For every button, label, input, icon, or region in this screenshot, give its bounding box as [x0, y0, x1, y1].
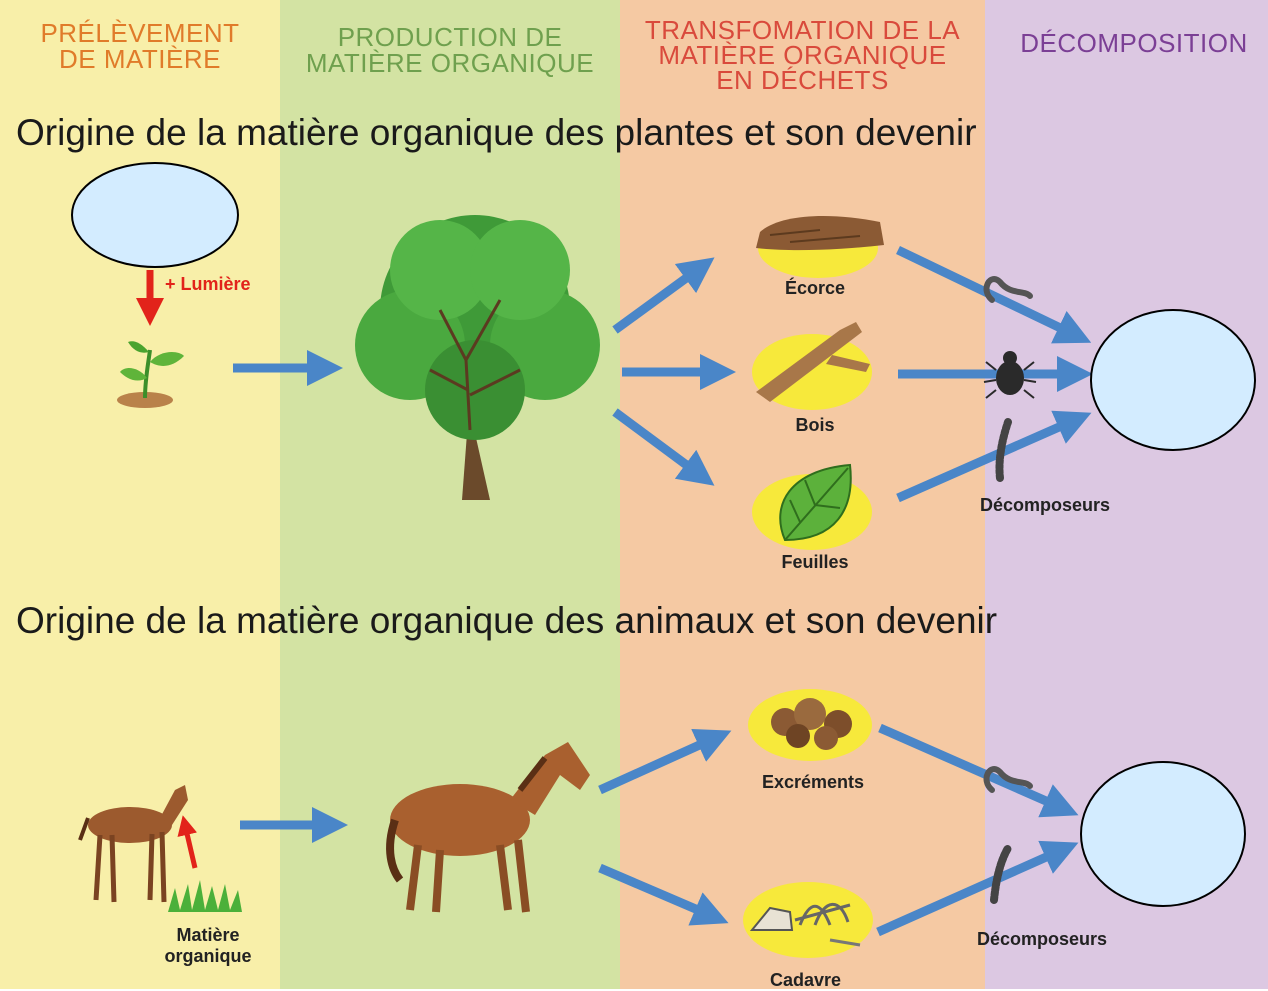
bark-icon [756, 216, 884, 278]
waste-label-excrements: Excréments [761, 772, 865, 792]
decomposers-label-animals: Décomposeurs [976, 929, 1108, 949]
arrow-tree-to-feuilles [612, 408, 715, 486]
tree-icon [355, 215, 600, 500]
blank-answer-ellipse-animals-right[interactable] [1080, 761, 1246, 907]
blank-answer-ellipse-top-left[interactable] [71, 162, 239, 268]
carcass-icon [743, 882, 873, 958]
millipede-icon-animals [990, 844, 1012, 904]
header-transformation: TRANSFOMATION DE LA MATIÈRE ORGANIQUE EN… [644, 15, 961, 95]
arrow-excrements-to-decomposition [878, 723, 1079, 818]
waste-label-feuilles: Feuilles [781, 552, 849, 572]
wood-icon [752, 322, 872, 410]
waste-label-ecorce: Écorce [784, 278, 846, 298]
waste-label-cadavre: Cadavre [769, 970, 842, 990]
worm-icon [983, 276, 1033, 303]
excrement-icon [748, 689, 872, 761]
arrow-cadavre-to-decomposition [876, 840, 1079, 937]
grass-icon [168, 880, 242, 912]
arrow-tree-to-ecorce [612, 257, 715, 334]
leaf-icon [752, 463, 872, 550]
arrow-horse-to-excrements [598, 729, 732, 795]
horse-icon [386, 742, 590, 913]
header-prelevement: PRÉLÈVEMENT DE MATIÈRE [40, 18, 240, 74]
waste-label-bois: Bois [795, 415, 835, 435]
plants-title: Origine de la matière organique des plan… [16, 112, 977, 153]
millipede-icon [995, 418, 1012, 482]
header-production: PRODUCTION DE MATIÈRE ORGANIQUE [305, 22, 595, 78]
light-label: + Lumière [165, 274, 251, 294]
animals-title: Origine de la matière organique des anim… [16, 600, 998, 641]
blank-answer-ellipse-plants-right[interactable] [1090, 309, 1256, 451]
arrow-feuilles-to-decomposition [896, 410, 1092, 503]
header-decomposition: DÉCOMPOSITION [1020, 28, 1248, 58]
seedling-icon [117, 341, 184, 408]
worm-icon-animals [983, 766, 1033, 793]
arrow-horse-to-cadavre [598, 863, 729, 926]
decomposers-label-plants: Décomposeurs [979, 495, 1111, 515]
red-arrow-food [177, 815, 198, 869]
food-label: Matière organique [164, 925, 252, 966]
beetle-icon [983, 351, 1037, 399]
foal-icon [78, 785, 188, 903]
